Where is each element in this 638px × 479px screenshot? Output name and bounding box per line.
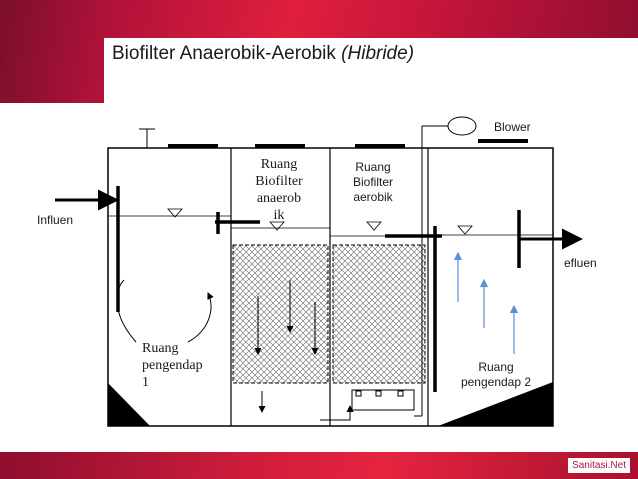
label-line: Ruang: [142, 341, 179, 356]
label-line: 1: [142, 375, 149, 390]
effluent-label: efluen: [564, 256, 597, 270]
label-line: pengendap 2: [460, 375, 532, 389]
influent-label: Influen: [37, 213, 74, 227]
circulation-right: [187, 292, 214, 343]
header-banner: [0, 0, 638, 103]
diffuser: [397, 390, 404, 397]
title-band: [104, 38, 638, 103]
blower-icon: [447, 116, 477, 136]
title-italic: (Hibride): [341, 43, 415, 64]
water-level-marker: [366, 221, 382, 231]
water-level-marker: [269, 221, 285, 231]
footer-banner: Sanitasi.Net: [0, 452, 638, 479]
diffuser: [355, 390, 362, 397]
circulation-left: [116, 279, 137, 343]
label-line: ik: [273, 208, 285, 223]
label-line: Ruang: [260, 157, 298, 172]
label-line: Ruang: [478, 360, 514, 374]
label-line: Biofilter: [255, 174, 303, 189]
label-line: Ruang: [355, 160, 391, 174]
label-line: aerobik: [353, 190, 393, 204]
water-level-marker: [167, 208, 183, 218]
slide-title: Biofilter Anaerobik-Aerobik (Hibride): [112, 43, 414, 65]
transfer-arrow: [320, 405, 354, 421]
anaerobic-media: [232, 244, 329, 384]
label-line: anaerob: [256, 191, 302, 206]
sludge-wedge: [108, 383, 150, 426]
settling-1-label: Ruang pengendap 1: [142, 340, 203, 391]
title-main: Biofilter Anaerobik-Aerobik: [112, 43, 336, 64]
water-level-marker: [457, 225, 473, 235]
diffuser: [375, 390, 382, 397]
blower-label: Blower: [494, 120, 531, 134]
aerobic-chamber-label: Ruang Biofilter aerobik: [338, 160, 408, 205]
sludge-wedge: [438, 382, 553, 426]
label-line: pengendap: [142, 358, 203, 373]
aerobic-media: [332, 244, 426, 384]
anaerobic-chamber-label: Ruang Biofilter anaerob ik: [236, 156, 322, 224]
label-line: Biofilter: [352, 175, 393, 189]
diffuser-frame: [351, 389, 415, 411]
settling-2-label: Ruang pengendap 2: [444, 360, 548, 390]
source-credit: Sanitasi.Net: [568, 458, 630, 473]
